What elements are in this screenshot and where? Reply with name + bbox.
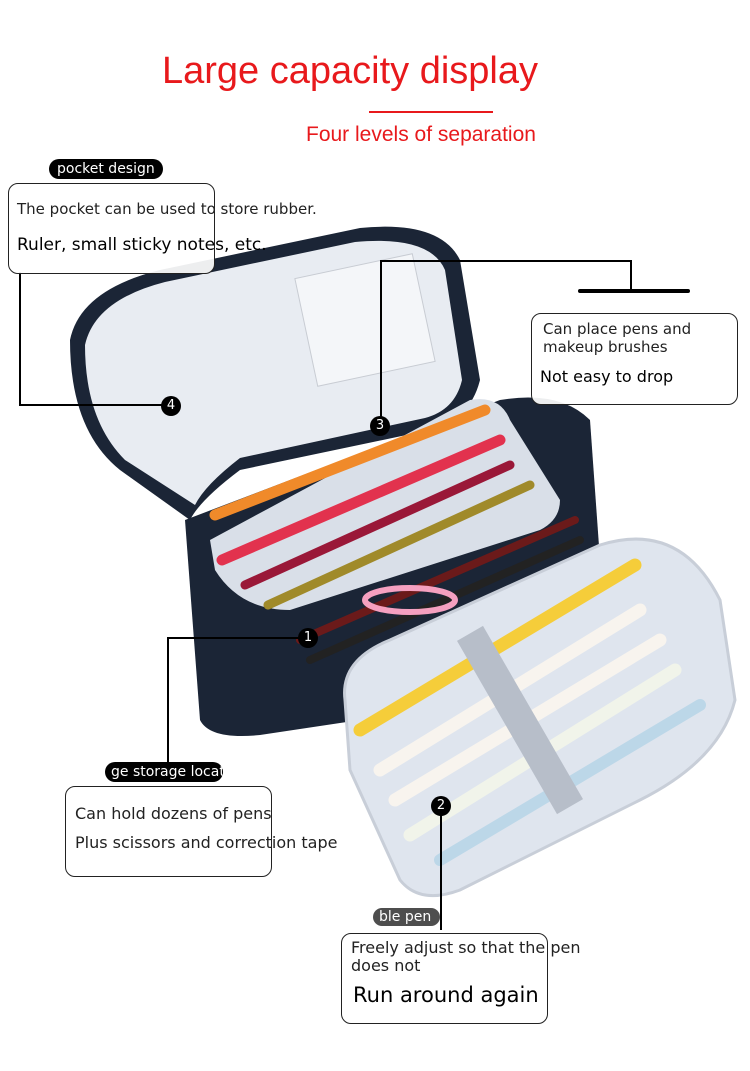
title-divider — [369, 111, 493, 113]
pencil — [296, 516, 579, 644]
callout-3-line-v — [630, 260, 632, 290]
callout-1-line-1: Can hold dozens of pens — [75, 804, 272, 823]
callout-1-line-2: Plus scissors and correction tape — [75, 833, 338, 852]
callout-3-line-h — [380, 260, 632, 262]
callout-3-number: 3 — [370, 416, 390, 436]
page-title: Large capacity display — [162, 50, 538, 92]
page-subtitle: Four levels of separation — [306, 123, 536, 146]
callout-2-line-1: Freely adjust so that the pen — [351, 938, 581, 957]
callout-4-tag: pocket design — [49, 159, 163, 179]
callout-2-line-3: Run around again — [353, 983, 539, 1007]
elastic-band — [457, 625, 583, 815]
callout-2-tag: ble pen — [373, 908, 440, 926]
callout-2-box — [341, 933, 548, 1024]
callout-3-line-3: Not easy to drop — [540, 367, 674, 386]
callout-4-box — [8, 183, 215, 274]
scissors — [362, 585, 458, 615]
callout-2-number: 2 — [431, 796, 451, 816]
callout-3-box — [531, 313, 738, 405]
callout-3-line-2: makeup brushes — [543, 338, 668, 356]
pen-maroon — [240, 460, 515, 590]
callout-2-line — [440, 815, 442, 930]
ruler — [294, 253, 436, 387]
callout-1-number: 1 — [298, 628, 318, 648]
callout-4-line-1: The pocket can be used to store rubber. — [17, 200, 317, 218]
pen-gold — [263, 480, 535, 610]
callout-3-line — [380, 260, 382, 418]
callout-4-number: 4 — [161, 396, 181, 416]
callout-3-tag — [578, 289, 690, 293]
callout-1-line — [167, 637, 169, 765]
callout-3-line-1: Can place pens and — [543, 320, 692, 338]
pencil-dark — [306, 536, 584, 664]
callout-1-line-h — [167, 637, 302, 639]
callout-2-line-2: does not — [351, 956, 421, 975]
pen-orange — [209, 404, 491, 521]
callout-4-line-h — [19, 404, 169, 406]
callout-4-line — [19, 272, 21, 406]
callout-4-line-2: Ruler, small sticky notes, etc. — [17, 235, 267, 255]
callout-1-tag: ge storage locati — [105, 762, 223, 782]
pen-yellow — [353, 558, 642, 737]
pen-red — [216, 434, 506, 566]
callout-1-box — [65, 786, 272, 877]
